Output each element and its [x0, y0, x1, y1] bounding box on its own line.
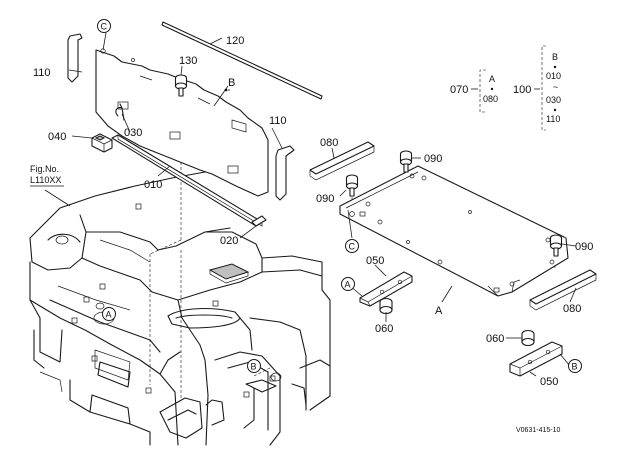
label-080-lower: 080: [563, 303, 581, 315]
marker-c-right: [345, 239, 359, 253]
part-090-bolt-left: [345, 174, 359, 197]
label-040: 040: [48, 131, 66, 143]
part-050-bracket-right: [509, 341, 563, 377]
part-040-clip: [91, 133, 113, 153]
group-070-item: 080: [483, 94, 498, 104]
label-110-right: 110: [269, 115, 287, 127]
group-100-tilde: ~: [553, 82, 558, 92]
label-010: 010: [144, 179, 162, 191]
part-110-right: [275, 145, 295, 201]
marker-b-body-text: B: [251, 362, 257, 372]
label-090-left: 090: [316, 193, 334, 205]
marker-b-body: [247, 359, 261, 373]
marker-a-bracket: [341, 277, 355, 291]
fig-ref-line1: Fig.No.: [30, 164, 59, 174]
label-130: 130: [179, 55, 197, 67]
drawing-code: V0631-415-10: [516, 427, 560, 434]
part-060-nut-right: [521, 329, 535, 347]
group-100-from: 010: [546, 71, 561, 81]
leader-lines: [44, 32, 577, 377]
letter-a-plate: A: [435, 305, 443, 317]
label-030: 030: [124, 127, 142, 139]
marker-b-bracket: [568, 359, 582, 373]
marker-a-body: [102, 307, 116, 321]
part-080-upper-strip: [309, 141, 375, 181]
part-030-hook: [115, 103, 125, 121]
label-100: 100: [513, 84, 531, 96]
marker-b-bracket-text: B: [572, 362, 578, 372]
label-070: 070: [450, 84, 468, 96]
marker-c-top-text: C: [101, 22, 108, 32]
label-060-left: 060: [375, 323, 393, 335]
marker-c-right-text: C: [349, 242, 356, 252]
part-090-bolt-right: [549, 234, 563, 257]
group-100-top: B: [552, 52, 558, 62]
fig-ref-line2: L110XX: [30, 175, 61, 185]
dot-b-plate: [224, 88, 228, 92]
base-plate-a: [339, 165, 569, 297]
label-050-right: 050: [540, 376, 558, 388]
fig-reference: Fig.No. L110XX: [30, 164, 64, 187]
part-120-rod: [161, 21, 323, 100]
group-070-top: A: [489, 74, 495, 84]
marker-c-top: [97, 19, 111, 33]
group-070: 070 A 080: [450, 69, 498, 113]
part-110-left: [67, 33, 83, 83]
part-050-bracket-left: [359, 271, 413, 307]
part-020-strip: [251, 215, 267, 227]
part-labels: 110 120 130 110 040 030 010 020 080 090 …: [33, 35, 593, 388]
label-050-left: 050: [366, 255, 384, 267]
letter-b-plate: B: [228, 77, 235, 89]
label-090-right: 090: [575, 241, 593, 253]
part-130-bolt: [174, 74, 188, 97]
label-120: 120: [226, 35, 244, 47]
label-020: 020: [220, 235, 238, 247]
tractor-body: [29, 171, 331, 446]
letter-markers: C C A A B B B A: [97, 19, 582, 373]
marker-a-body-text: A: [106, 310, 112, 320]
group-100-last: 110: [546, 114, 560, 124]
cover-plate-b: [95, 48, 269, 197]
label-080-upper: 080: [320, 137, 338, 149]
label-110-left: 110: [33, 67, 51, 79]
part-060-nut-left: [379, 297, 393, 315]
group-100-to: 030: [546, 95, 561, 105]
label-060-right: 060: [486, 333, 504, 345]
label-090-top: 090: [424, 153, 442, 165]
part-080-lower-strip: [529, 269, 597, 311]
part-090-bolt-top: [399, 150, 413, 173]
marker-a-bracket-text: A: [345, 280, 351, 290]
group-100: 100 B 010 ~ 030 110: [513, 45, 561, 131]
